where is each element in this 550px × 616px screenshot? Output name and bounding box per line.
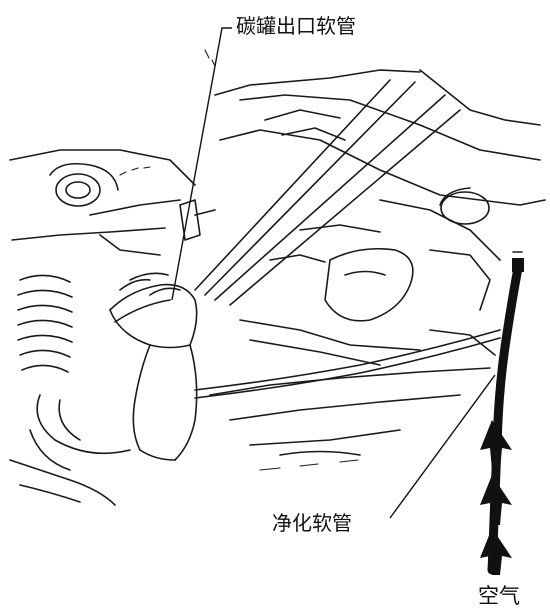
hand-illustration [109, 199, 216, 461]
underbody-structure [9, 49, 546, 506]
canister-hose-leader [171, 27, 232, 301]
arrow-up-icon [480, 420, 512, 470]
label-air: 空气 [478, 584, 520, 608]
arrow-up-icon [480, 528, 512, 575]
purge-hose-tube [194, 329, 501, 399]
label-canister-outlet-hose: 碳罐出口软管 [236, 14, 356, 38]
arrow-up-icon [480, 475, 512, 525]
label-purge-hose: 净化软管 [272, 511, 352, 535]
airflow-arrows [480, 420, 512, 575]
leader-lines [171, 27, 496, 519]
coil-spring [17, 274, 73, 373]
purge-hose-leader [389, 374, 496, 519]
